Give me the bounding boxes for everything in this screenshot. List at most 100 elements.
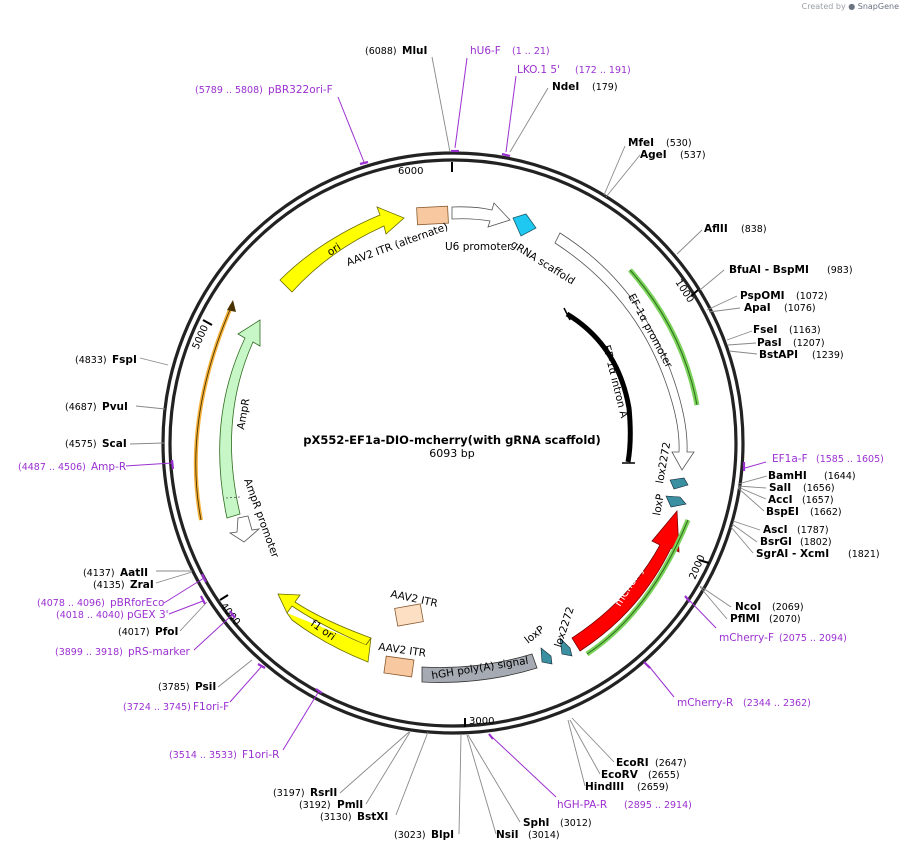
primer-pos-prs-marker: (3899 .. 3918) xyxy=(55,647,123,658)
feature-aav2-itr-alternate xyxy=(416,205,449,226)
feature-ampr-promoter xyxy=(228,515,261,543)
primer-pos-pbrforeco: (4078 .. 4096) xyxy=(37,598,105,609)
enzyme-name-scai: ScaI xyxy=(102,438,127,450)
primer-name-f1ori-f: F1ori-F xyxy=(193,701,229,713)
enzyme-pos-acci: (1657) xyxy=(802,495,834,506)
enzyme-name-ecori: EcoRI xyxy=(616,757,649,769)
enzyme-pos-pmli: (3192) xyxy=(299,800,331,811)
enzyme-name-blpi: BlpI xyxy=(431,829,454,841)
enzyme-name-asci: AscI xyxy=(763,524,788,536)
primer-pos-f1ori-f: (3724 .. 3745) xyxy=(123,702,191,713)
label-aav2-itr-bottom: AAV2 ITR xyxy=(378,641,427,660)
primer-name-mcherry-f: mCherry-F xyxy=(719,632,774,644)
enzyme-name-pasi: PasI xyxy=(757,337,782,349)
primer-name-lko1: LKO.1 5' xyxy=(517,64,560,76)
enzyme-name-nsii: NsiI xyxy=(496,829,519,841)
enzyme-pos-zrai: (4135) xyxy=(93,580,125,591)
enzyme-pos-nsii: (3014) xyxy=(528,830,560,841)
enzyme-pos-mlui: (6088) xyxy=(365,46,397,57)
credit-brand: SnapGene xyxy=(857,2,899,11)
enzyme-pos-asci: (1787) xyxy=(797,525,829,536)
enzyme-name-rsrii: RsrII xyxy=(310,787,337,799)
primer-pos-hu6-f: (1 .. 21) xyxy=(512,46,550,57)
enzyme-pos-sphi: (3012) xyxy=(560,818,592,829)
enzyme-pos-ncoi: (2069) xyxy=(772,602,804,613)
feature-lox2272-upper xyxy=(669,477,689,490)
enzyme-name-ecorv: EcoRV xyxy=(601,769,639,781)
feature-ampr xyxy=(219,319,261,519)
enzyme-name-bspei: BspEI xyxy=(766,506,799,518)
primer-name-prs-marker: pRS-marker xyxy=(128,646,191,658)
label-ef1a-intron-a: EF-1α intron A xyxy=(600,344,630,420)
enzyme-leaders xyxy=(129,56,768,835)
primer-name-hgh-pa-r: hGH-PA-R xyxy=(557,799,607,811)
primer-pos-pbr322ori-f: (5789 .. 5808) xyxy=(195,85,263,96)
feature-aav2-itr-inner xyxy=(394,603,424,627)
enzyme-pos-aatii: (4137) xyxy=(83,568,115,579)
enzyme-pos-ecori: (2647) xyxy=(655,758,687,769)
primer-pos-hgh-pa-r: (2895 .. 2914) xyxy=(624,800,692,811)
enzyme-name-fspi: FspI xyxy=(112,354,137,366)
primer-name-pbrforeco: pBRforEco xyxy=(110,597,164,609)
enzyme-pos-bstxi: (3130) xyxy=(320,812,352,823)
primer-pos-mcherry-r: (2344 .. 2362) xyxy=(743,698,811,709)
enzyme-pos-aflii: (838) xyxy=(741,224,767,235)
enzyme-name-bstapi: BstAPI xyxy=(759,349,798,361)
tick-label-3000: 3000 xyxy=(469,716,494,727)
enzyme-name-ndei: NdeI xyxy=(552,81,579,93)
enzyme-pos-pflmi: (2070) xyxy=(769,614,801,625)
enzyme-name-psii: PsiI xyxy=(195,681,216,693)
enzyme-pos-ndei: (179) xyxy=(592,82,618,93)
enzyme-name-bamhi: BamHI xyxy=(768,470,807,482)
enzyme-pos-pspomi: (1072) xyxy=(796,291,828,302)
enzyme-name-fsei: FseI xyxy=(753,324,777,336)
snapgene-credit: Created by ● SnapGene xyxy=(802,2,899,11)
label-loxp-upper: loxP xyxy=(651,493,667,516)
feature-u6-promoter xyxy=(451,202,511,228)
enzyme-pos-sgrai-xcmi: (1821) xyxy=(848,549,880,560)
enzyme-pos-pfoi: (4017) xyxy=(118,627,150,638)
enzyme-pos-ecorv: (2655) xyxy=(648,770,680,781)
enzyme-pos-fsei: (1163) xyxy=(789,325,821,336)
enzyme-name-hindiii: HindIII xyxy=(585,781,624,793)
primer-name-hu6-f: hU6-F xyxy=(470,45,501,57)
primer-labels: hU6-F (1 .. 21) LKO.1 5' (172 .. 191) (5… xyxy=(18,45,884,811)
enzyme-pos-apai: (1076) xyxy=(784,303,816,314)
primer-pos-lko1: (172 .. 191) xyxy=(575,65,631,76)
plasmid-name: pX552-EF1a-DIO-mcherry(with gRNA scaffol… xyxy=(303,433,601,447)
primer-name-pgex3: pGEX 3' xyxy=(127,609,169,621)
primer-pos-amp-r: (4487 .. 4506) xyxy=(18,462,86,473)
feature-hgh-polya xyxy=(421,653,538,683)
enzyme-pos-mfei: (530) xyxy=(666,138,692,149)
enzyme-pos-agei: (537) xyxy=(680,150,706,161)
enzyme-pos-bsrgi: (1802) xyxy=(800,537,832,548)
enzyme-pos-pvui: (4687) xyxy=(65,402,97,413)
enzyme-name-pspomi: PspOMI xyxy=(740,290,785,302)
feature-f1-ori xyxy=(277,593,372,646)
feature-mcherry xyxy=(571,509,680,652)
feature-lox2272-lower xyxy=(559,637,573,657)
tick-label-4000: 4000 xyxy=(218,601,242,628)
feature-aav2-itr-bottom xyxy=(383,655,415,678)
label-ampr: AmpR xyxy=(235,398,252,431)
plasmid-size: 6093 bp xyxy=(429,447,474,460)
enzyme-name-apai: ApaI xyxy=(744,302,771,314)
primer-pos-f1ori-r: (3514 .. 3533) xyxy=(169,750,237,761)
enzyme-pos-hindiii: (2659) xyxy=(637,782,669,793)
enzyme-pos-bfuai-bspmi: (983) xyxy=(827,265,853,276)
primer-marks xyxy=(170,149,746,740)
enzyme-name-pvui: PvuI xyxy=(102,401,128,413)
label-loxp-lower: loxP xyxy=(522,624,546,647)
enzyme-pos-blpi: (3023) xyxy=(394,830,426,841)
enzyme-pos-scai: (4575) xyxy=(65,439,97,450)
feature-ef1a-intron-a xyxy=(565,311,633,463)
enzyme-name-zrai: ZraI xyxy=(130,579,154,591)
enzyme-name-aflii: AflII xyxy=(704,223,728,235)
primer-name-pbr322ori-f: pBR322ori-F xyxy=(268,84,333,96)
enzyme-name-mlui: MluI xyxy=(402,45,427,57)
enzyme-pos-pasi: (1207) xyxy=(793,338,825,349)
enzyme-pos-bspei: (1662) xyxy=(810,507,842,518)
enzyme-name-mfei: MfeI xyxy=(628,137,654,149)
feature-ori xyxy=(279,206,405,293)
